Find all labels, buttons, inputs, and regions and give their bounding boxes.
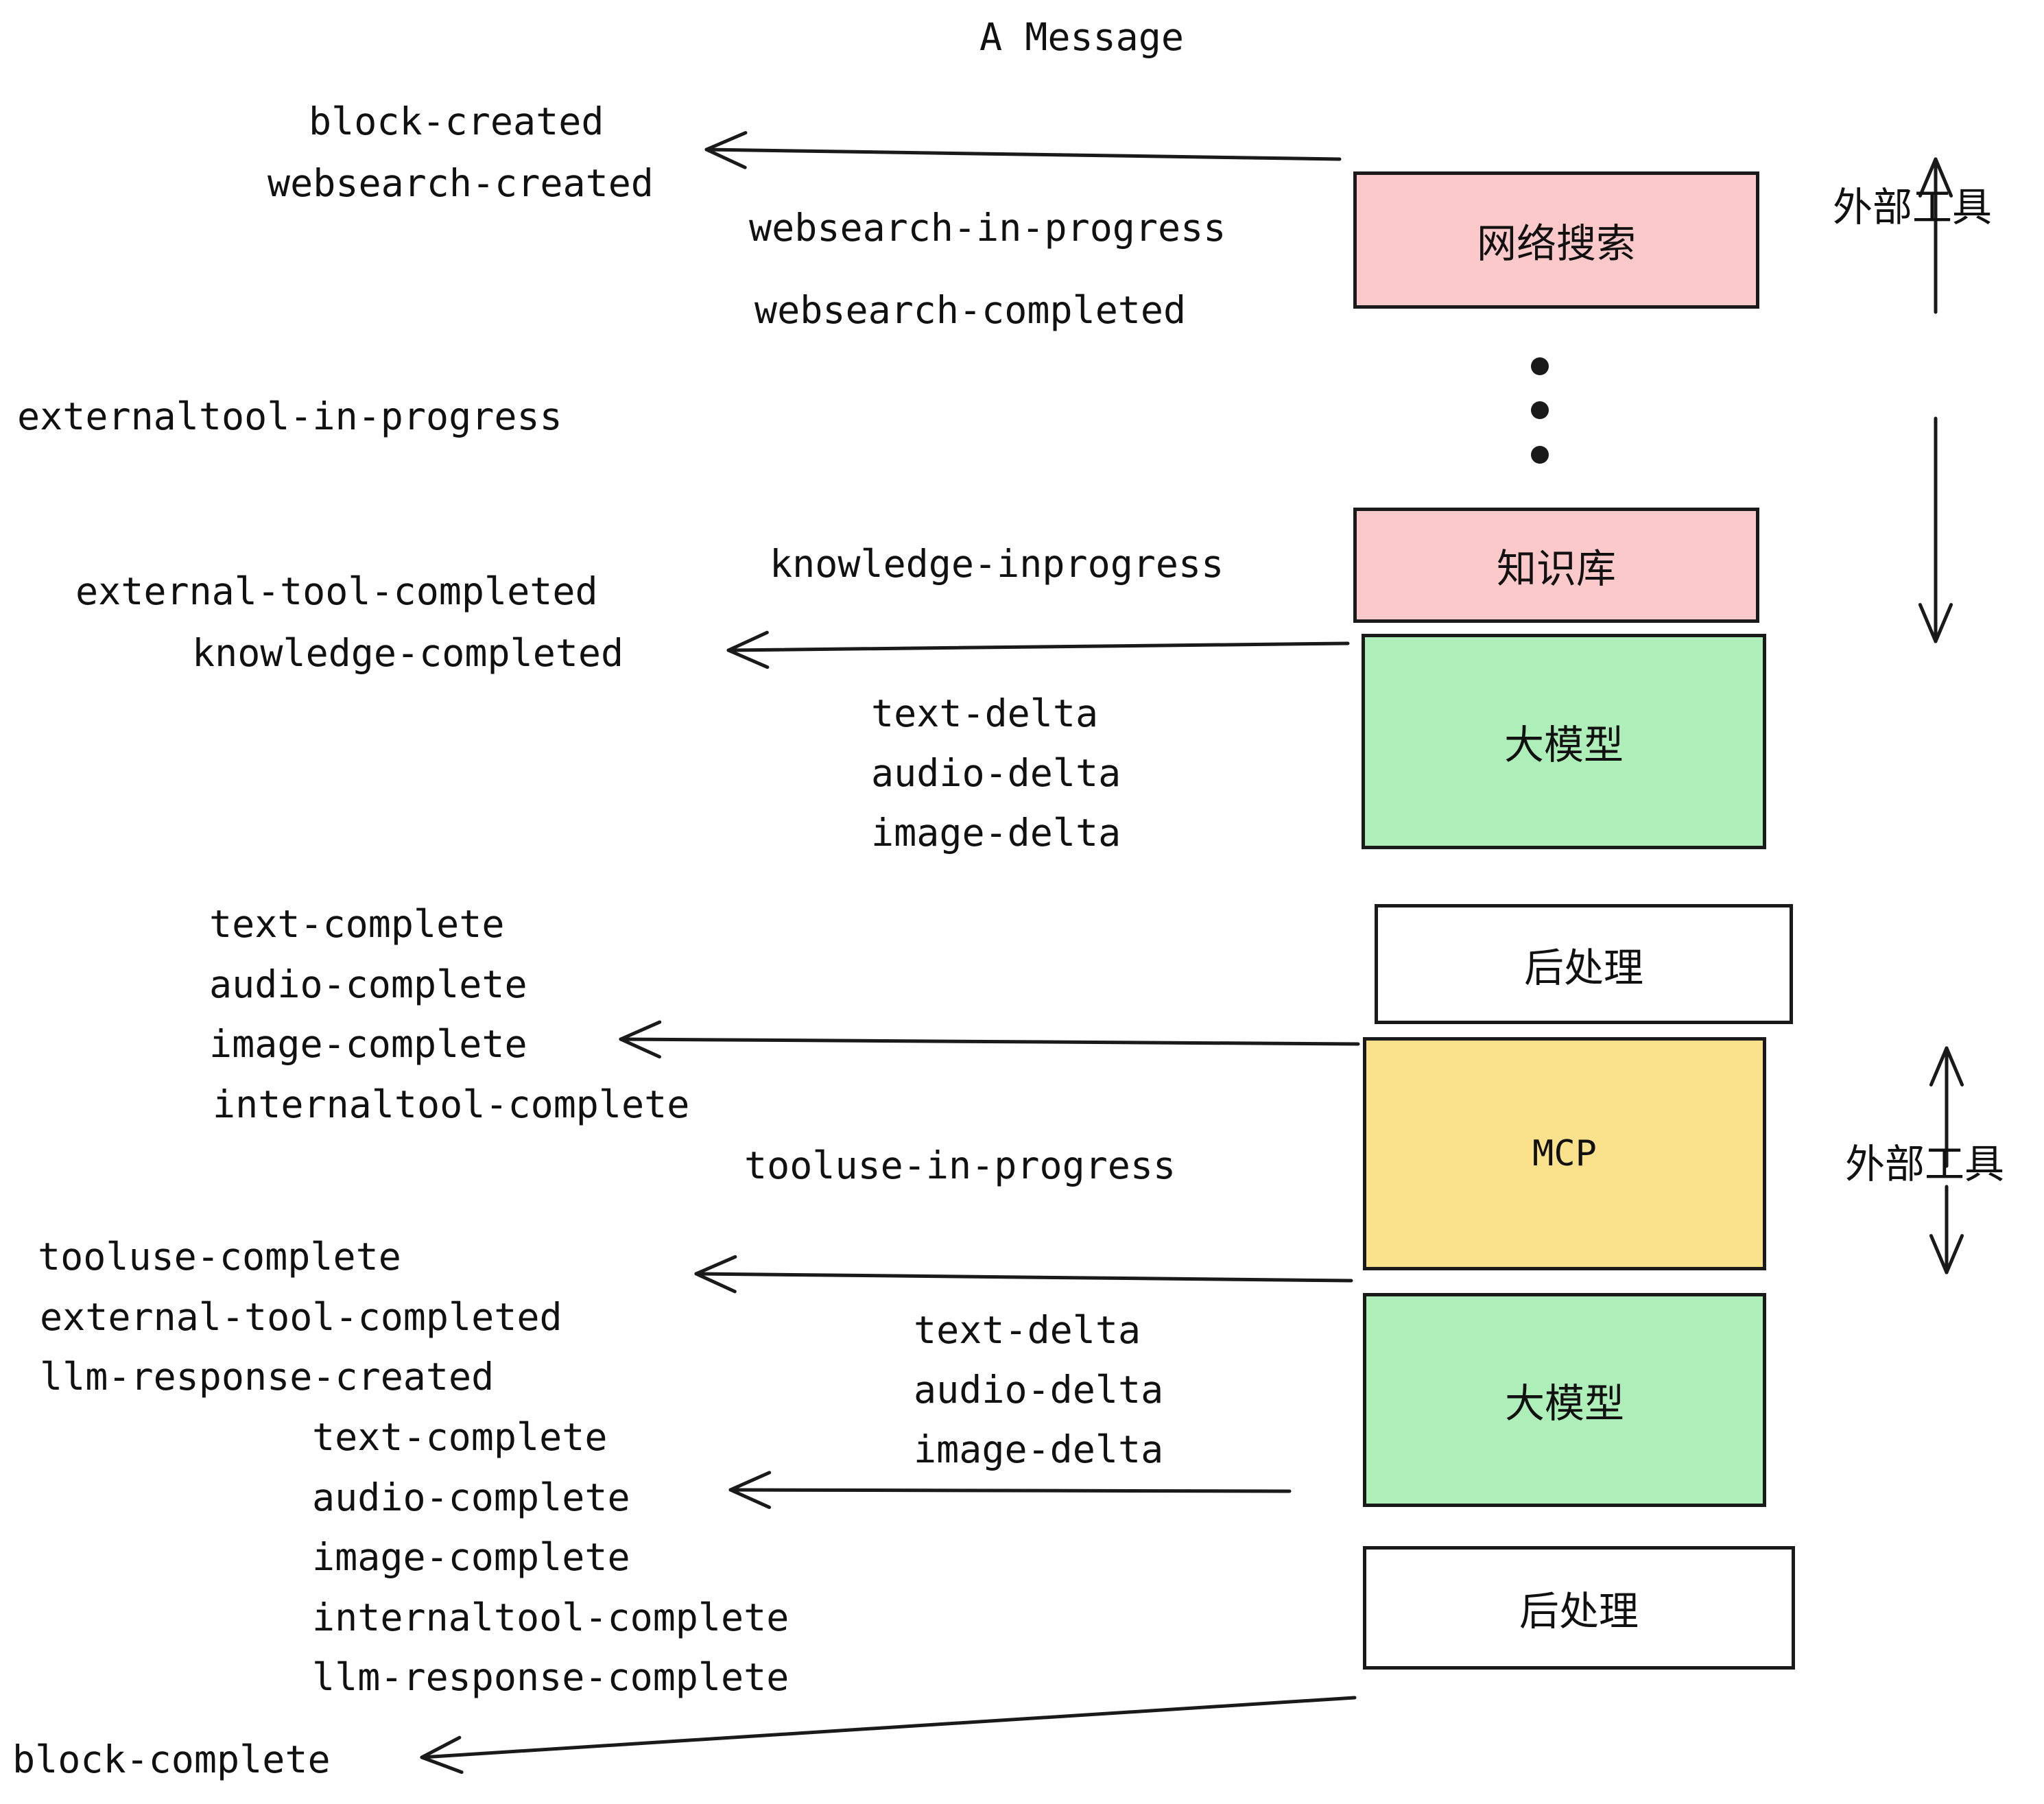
- node-label: 知识库: [1496, 545, 1616, 592]
- event-label-text-complete-2: text-complete: [312, 1415, 608, 1459]
- event-label-internaltool-complete-2: internaltool-complete: [312, 1595, 789, 1639]
- event-label-image-delta-2: image-delta: [914, 1427, 1164, 1471]
- ellipsis-dot-3: [1531, 446, 1549, 464]
- node-llm-2: 大模型: [1363, 1293, 1766, 1507]
- event-label-audio-delta-2: audio-delta: [914, 1368, 1164, 1412]
- arrow-knowledge-to-completed: [726, 630, 1350, 669]
- ellipsis-dot-2: [1531, 401, 1549, 419]
- node-knowledge: 知识库: [1353, 508, 1759, 623]
- node-llm-1: 大模型: [1362, 634, 1766, 849]
- event-label-llm-response-complete: llm-response-complete: [312, 1655, 789, 1699]
- arrow-post2-to-block-complete: [420, 1696, 1357, 1775]
- event-label-tooluse-in-progress: tooluse-in-progress: [744, 1143, 1176, 1187]
- node-websearch: 网络搜索: [1353, 171, 1759, 309]
- event-label-internaltool-complete-1: internaltool-complete: [213, 1082, 690, 1126]
- event-label-knowledge-inprogress: knowledge-inprogress: [770, 542, 1224, 586]
- external-tool-arrow-down-top: [1918, 416, 1953, 643]
- event-label-text-complete-1: text-complete: [209, 902, 505, 946]
- node-label: MCP: [1532, 1133, 1597, 1174]
- arrow-websearch-to-created: [704, 131, 1342, 169]
- event-label-block-created: block-created: [309, 99, 604, 143]
- event-label-audio-complete-2: audio-complete: [312, 1475, 630, 1519]
- ellipsis-dot-1: [1531, 357, 1549, 375]
- node-label: 大模型: [1504, 722, 1624, 768]
- arrow-llm1-to-image-complete: [619, 1020, 1360, 1059]
- side-label-external-tool-top: 外部工具: [1833, 184, 1993, 230]
- arrow-mcp-to-tooluse-complete: [694, 1255, 1353, 1294]
- node-label: 大模型: [1504, 1380, 1624, 1427]
- event-label-block-complete: block-complete: [12, 1737, 331, 1781]
- arrow-llm2-to-audio-complete: [728, 1471, 1292, 1509]
- external-tool-arrow-up-bottom: [1929, 1046, 1964, 1168]
- node-label: 后处理: [1519, 1588, 1639, 1635]
- external-tool-arrow-up-top: [1918, 157, 1953, 314]
- event-label-image-complete-1: image-complete: [209, 1022, 527, 1066]
- node-label: 后处理: [1523, 944, 1643, 991]
- event-label-knowledge-completed: knowledge-completed: [192, 631, 624, 675]
- event-label-external-tool-completed-1: external-tool-completed: [75, 569, 598, 613]
- node-post-1: 后处理: [1375, 904, 1793, 1024]
- event-label-external-tool-completed-2: external-tool-completed: [40, 1295, 562, 1339]
- node-post-2: 后处理: [1363, 1546, 1795, 1670]
- event-label-audio-complete-1: audio-complete: [209, 962, 527, 1006]
- event-label-image-delta-1: image-delta: [871, 811, 1121, 855]
- node-label: 网络搜索: [1476, 220, 1636, 267]
- event-label-text-delta-1: text-delta: [871, 691, 1099, 735]
- event-label-llm-response-created: llm-response-created: [40, 1355, 495, 1399]
- event-label-text-delta-2: text-delta: [914, 1308, 1141, 1352]
- external-tool-arrow-down-bottom: [1929, 1185, 1964, 1274]
- page-title: A Message: [979, 15, 1185, 59]
- event-label-image-complete-2: image-complete: [312, 1535, 630, 1579]
- event-label-audio-delta-1: audio-delta: [871, 751, 1121, 795]
- event-label-externaltool-in-progress: externaltool-in-progress: [17, 394, 562, 438]
- event-label-websearch-in-progress: websearch-in-progress: [749, 206, 1226, 250]
- side-label-external-tool-bottom: 外部工具: [1845, 1141, 2005, 1187]
- node-mcp: MCP: [1363, 1037, 1766, 1270]
- event-label-websearch-completed: websearch-completed: [754, 288, 1187, 332]
- event-label-websearch-created: websearch-created: [268, 161, 654, 205]
- event-label-tooluse-complete: tooluse-complete: [38, 1235, 401, 1279]
